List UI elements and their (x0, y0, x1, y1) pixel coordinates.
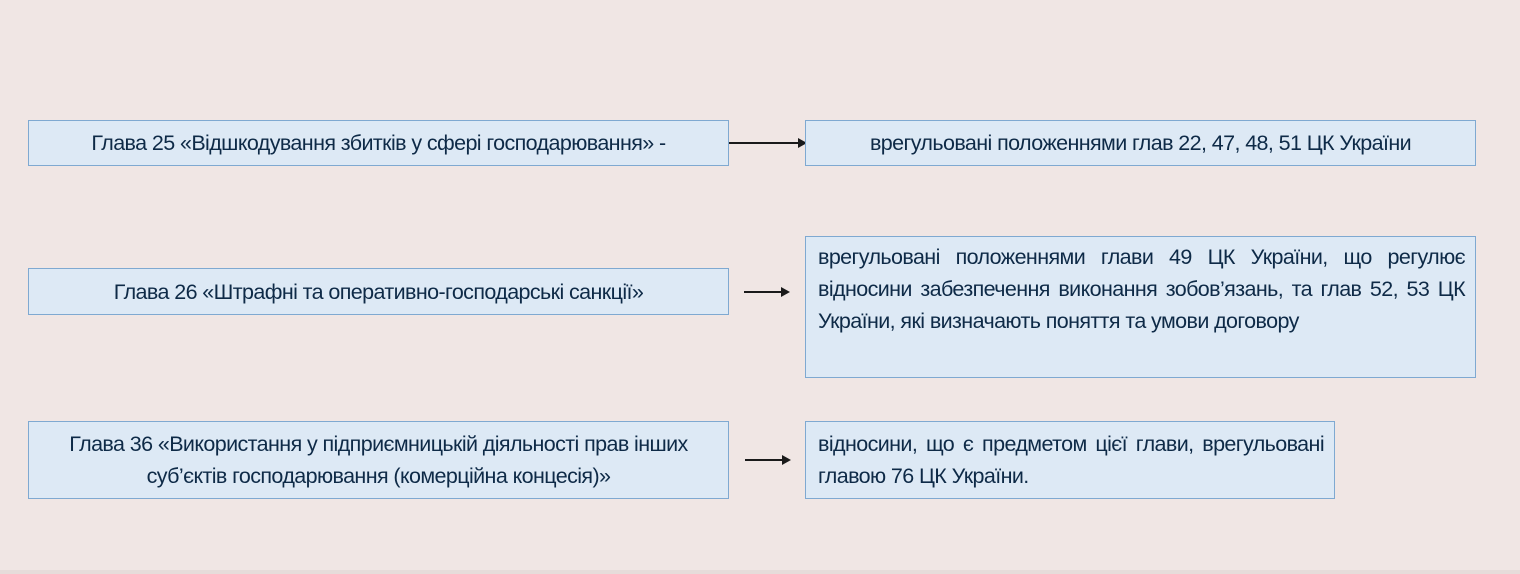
regulation-row-2-text: врегульовані положеннями глави 49 ЦК Укр… (818, 245, 1466, 333)
chapter-25-box: Глава 25 «Відшкодування збитків у сфері … (28, 120, 729, 166)
arrow-row-3 (745, 455, 791, 465)
arrow-row-2 (744, 287, 790, 297)
chapter-25-text: Глава 25 «Відшкодування збитків у сфері … (91, 131, 666, 155)
regulation-row-3-text: відносини, що є предметом цієї глави, вр… (818, 432, 1325, 488)
bottom-strip (0, 570, 1520, 574)
chapter-36-text: Глава 36 «Використання у підприємницькій… (69, 432, 688, 488)
regulation-row-2-box: врегульовані положеннями глави 49 ЦК Укр… (805, 236, 1476, 378)
regulation-row-3-box: відносини, що є предметом цієї глави, вр… (805, 421, 1335, 499)
arrow-row-1 (729, 138, 807, 148)
regulation-row-1-text: врегульовані положеннями глав 22, 47, 48… (869, 131, 1412, 155)
chapter-26-text: Глава 26 «Штрафні та оперативно-господар… (113, 279, 644, 304)
chapter-26-box: Глава 26 «Штрафні та оперативно-господар… (28, 268, 729, 315)
regulation-row-1-box: врегульовані положеннями глав 22, 47, 48… (805, 120, 1476, 166)
chapter-36-box: Глава 36 «Використання у підприємницькій… (28, 421, 729, 499)
